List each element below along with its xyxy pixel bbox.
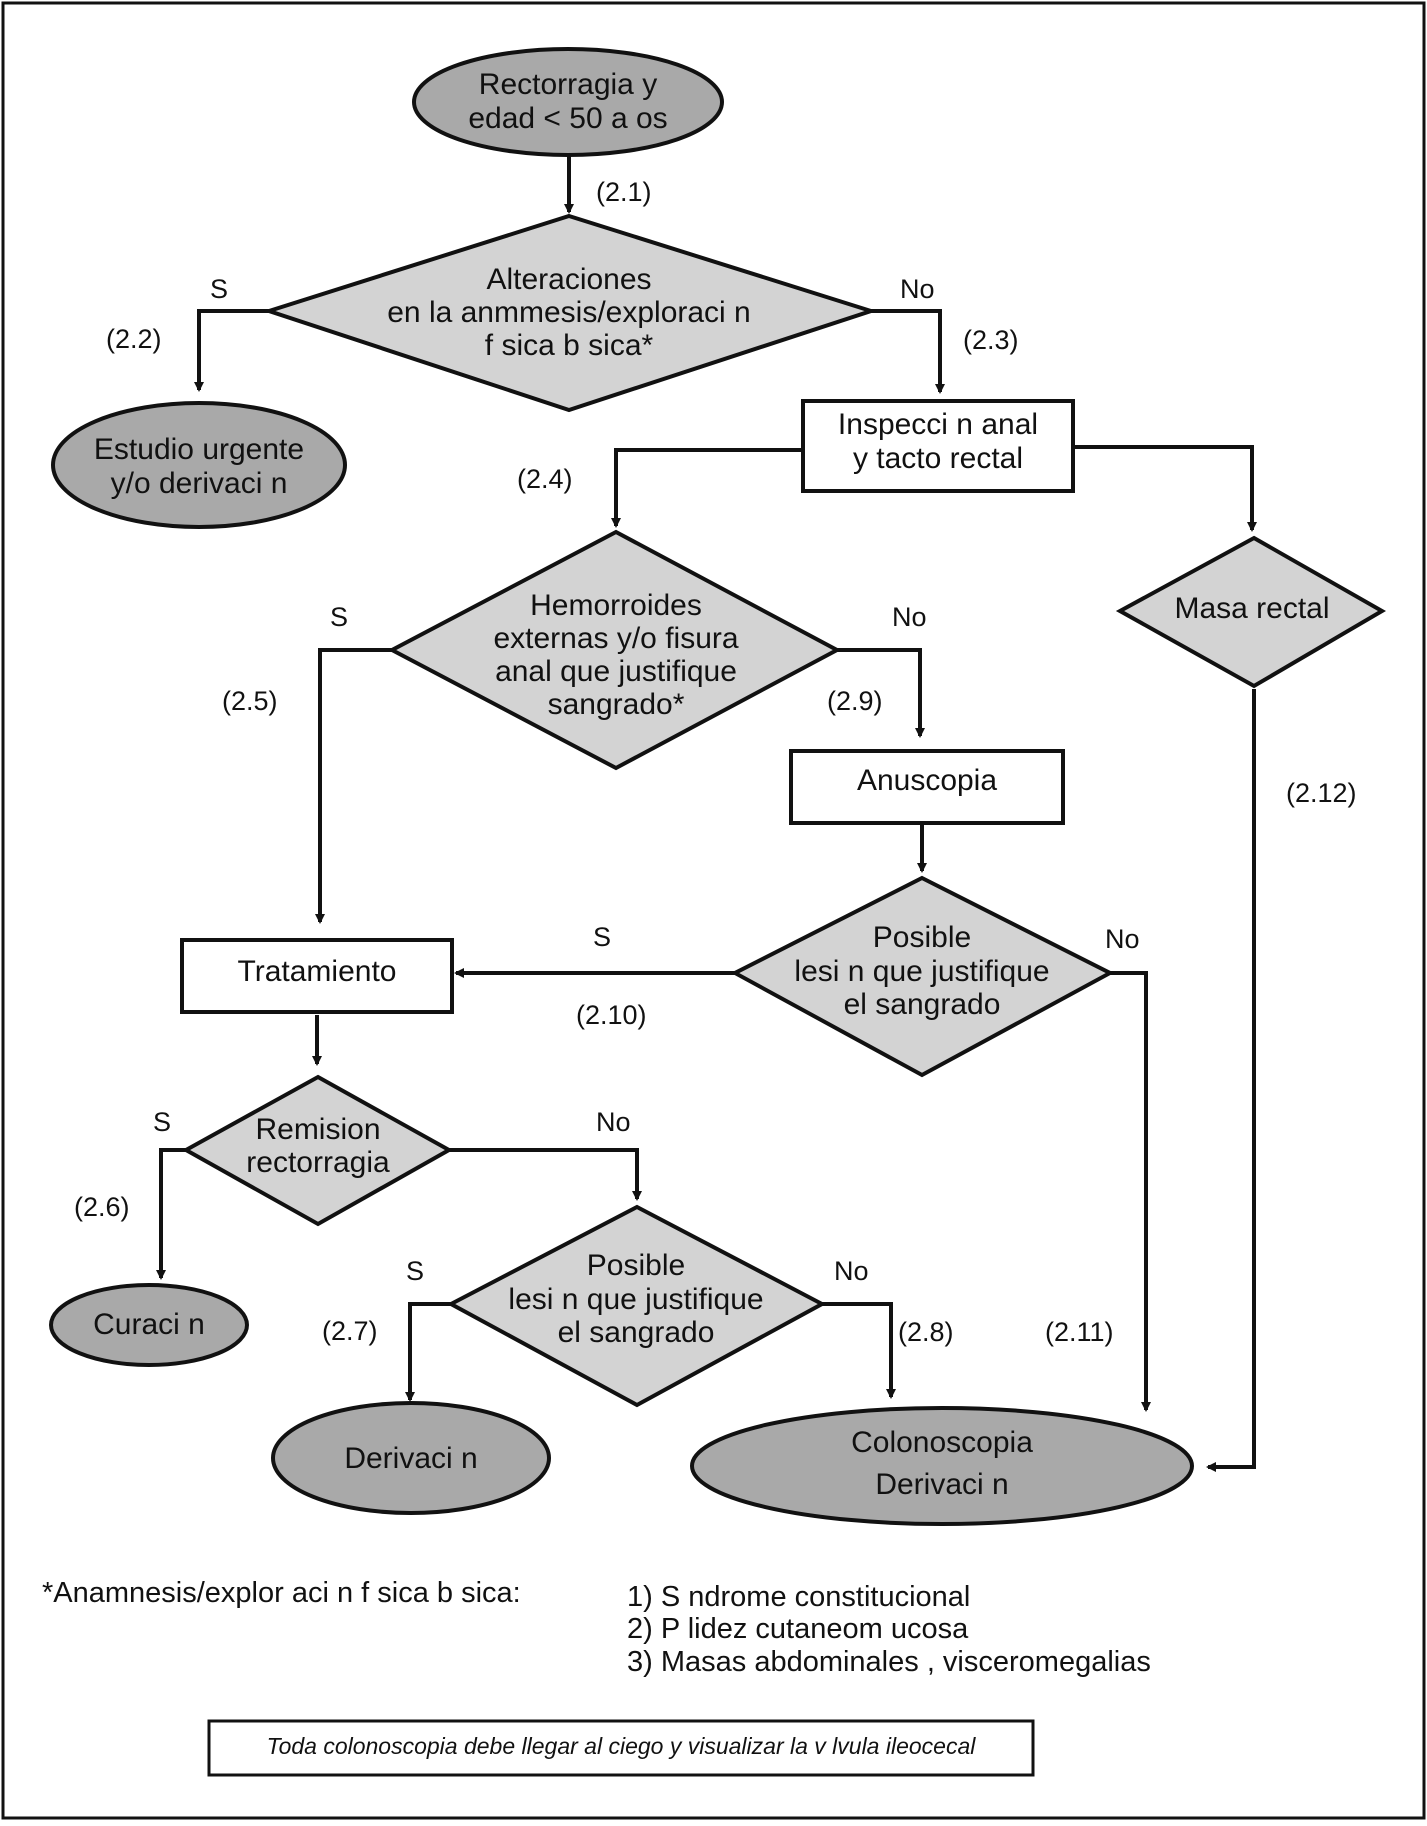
colonoscopia-line-2: Derivaci n [875,1468,1008,1501]
masa-rectal-label: Masa rectal [1174,592,1329,625]
edge-label-2-5: (2.5) [222,686,278,716]
curacion-label: Curaci n [93,1308,205,1341]
footnote-heading: *Anamnesis/explor aci n f sica b sica: [42,1577,521,1609]
edge-label-2-10: (2.10) [576,1000,647,1030]
urgent-line-2: y/o derivaci n [111,467,288,500]
decision-remision [181,1074,454,1227]
inspection-process [801,399,1075,493]
yes-label-posible1: S [593,922,611,952]
connector-2-11 [1110,971,1151,1412]
decision-hemorroides [387,529,842,771]
decision-posible-lesion-2 [446,1204,827,1408]
posible1-line-3: el sangrado [844,988,1001,1021]
alteraciones-line-1: Alteraciones [486,263,651,296]
hemorroides-line-4: sangrado* [548,688,685,721]
connector-2-2 [194,309,269,392]
node-labels: Rectorragia y edad < 50 a os Alteracione… [93,68,1329,1501]
edge-labels: (2.1) (2.2) (2.3) (2.4) (2.5) (2.6) (2.7… [74,177,1357,1347]
curacion-terminal [49,1283,249,1367]
urgent-terminal [51,401,347,529]
anuscopia-label: Anuscopia [857,764,997,797]
hemorroides-line-2: externas y/o fisura [493,622,738,655]
edge-label-2-3: (2.3) [963,325,1019,355]
yes-label-posible2: S [406,1256,424,1286]
shapes [49,47,1386,1777]
start-line-1: Rectorragia y [479,68,657,101]
derivacion-label: Derivaci n [344,1442,477,1475]
no-label-alteraciones: No [900,274,935,304]
connector-2-8 [822,1302,896,1399]
connector-2-6 [156,1148,186,1280]
edge-label-2-11: (2.11) [1045,1317,1114,1347]
derivacion-terminal [271,1401,551,1515]
edge-label-2-2: (2.2) [106,324,162,354]
note-box [207,1719,1035,1777]
decision-posible-lesion-1 [730,875,1115,1078]
tratamiento-process [180,938,454,1014]
connector-to-masa [1073,445,1257,532]
posible1-line-1: Posible [873,921,971,954]
edge-label-2-9: (2.9) [827,686,883,716]
connector-2-4 [611,448,803,528]
remision-line-2: rectorragia [246,1146,390,1179]
connectors [156,156,1257,1472]
footnote: *Anamnesis/explor aci n f sica b sica: 1… [42,1577,1151,1678]
start-terminal [412,47,724,157]
colonoscopia-line-1: Colonoscopia [851,1426,1033,1459]
edge-label-2-6: (2.6) [74,1192,130,1222]
edge-label-2-4: (2.4) [517,464,573,494]
inspection-line-2: y tacto rectal [853,442,1023,475]
colonoscopy-note: Toda colonoscopia debe llegar al ciego y… [267,1733,977,1759]
footnote-item-2: 2) P lidez cutaneom ucosa [627,1613,969,1645]
posible1-line-2: lesi n que justifique [794,955,1049,988]
edge-label-2-12: (2.12) [1286,778,1357,808]
posible2-line-1: Posible [587,1249,685,1282]
alteraciones-line-2: en la anmmesis/exploraci n [387,296,751,329]
alteraciones-line-3: f sica b sica* [485,329,654,362]
anuscopia-process [789,749,1065,825]
connector-2-12 [1206,689,1256,1472]
connector-remision-no [449,1148,642,1201]
edge-label-2-1: (2.1) [596,177,652,207]
decision-masa-rectal [1115,535,1386,689]
no-label-hemorroides: No [892,602,927,632]
connector-2-7 [405,1302,451,1402]
footnote-item-3: 3) Masas abdominales , visceromegalias [627,1646,1151,1678]
urgent-line-1: Estudio urgente [94,433,304,466]
yes-label-alteraciones: S [210,274,228,304]
colonoscopia-terminal [690,1406,1194,1526]
no-label-posible2: No [834,1256,869,1286]
start-line-2: edad < 50 a os [468,102,667,135]
decision-alteraciones [262,213,878,413]
connector-2-5 [315,648,392,924]
hemorroides-line-3: anal que justifique [495,655,737,688]
no-label-posible1: No [1105,924,1140,954]
no-label-remision: No [596,1107,631,1137]
inspection-line-1: Inspecci n anal [838,408,1038,441]
hemorroides-line-1: Hemorroides [530,589,702,622]
edge-label-2-8: (2.8) [898,1317,954,1347]
connector-2-3 [870,309,945,394]
connector-2-9 [837,648,925,738]
posible2-line-3: el sangrado [558,1316,715,1349]
yes-label-remision: S [153,1107,171,1137]
remision-line-1: Remision [255,1113,380,1146]
footnote-item-1: 1) S ndrome constitucional [627,1581,970,1613]
yes-label-hemorroides: S [330,602,348,632]
edge-label-2-7: (2.7) [322,1316,378,1346]
tratamiento-label: Tratamiento [238,955,397,988]
posible2-line-2: lesi n que justifique [508,1283,763,1316]
